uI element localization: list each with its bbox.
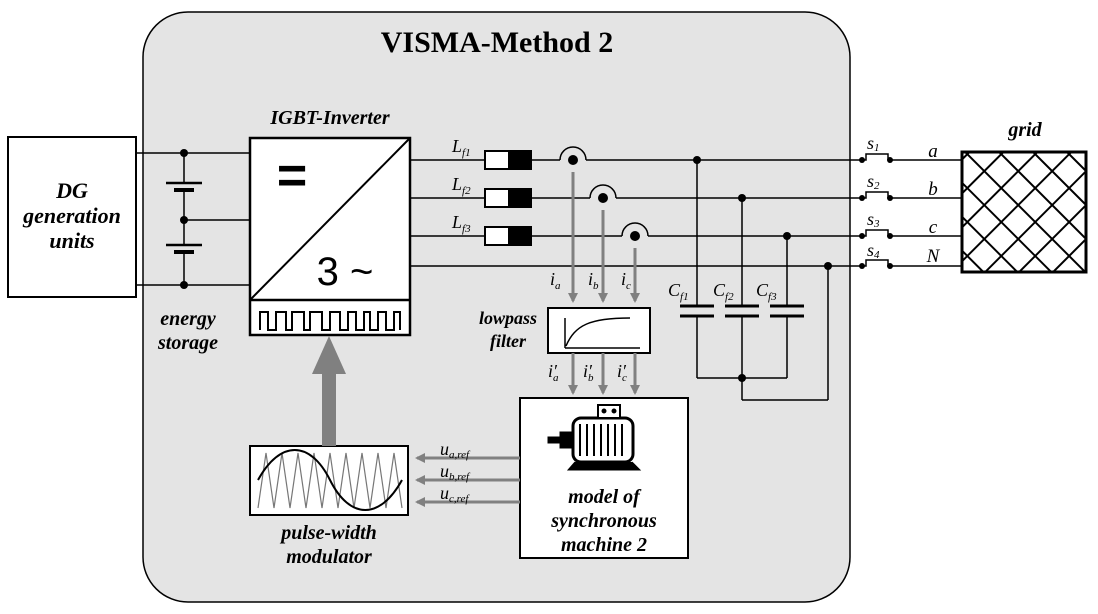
dg-label-line3: units: [49, 228, 94, 253]
inverter-dc-symbol: =: [277, 147, 307, 205]
switch-s1-label: s1: [867, 133, 880, 154]
capacitor-network: [696, 160, 829, 401]
filtered-ia-label: i′a: [548, 361, 559, 384]
inverter-ac-symbol: 3 ~: [317, 250, 374, 294]
pwm-sine-reference: [257, 449, 403, 511]
inductor-lf1-label: Lf1: [451, 136, 471, 159]
current-sensor-dots: [568, 155, 640, 241]
phase-n-label: N: [926, 246, 941, 267]
inverter-diagonal: [249, 137, 411, 301]
switch-s3-label: s3: [867, 209, 880, 230]
model-label-line3: machine 2: [561, 534, 647, 556]
gating-signal-arrow-head: [312, 336, 346, 374]
phase-a-label: a: [928, 141, 938, 162]
inverter-title: IGBT-Inverter: [269, 107, 389, 129]
energy-storage-line2: storage: [157, 332, 218, 354]
model-label-line1: model of: [568, 486, 642, 508]
lowpass-label-line1: lowpass: [479, 308, 537, 328]
grid-lines: [890, 159, 962, 267]
capacitor-cf3-label: Cf3: [756, 280, 777, 303]
current-ia-label: ia: [550, 269, 561, 292]
phase-b-label: b: [928, 179, 938, 200]
grid-block: [960, 150, 1088, 274]
dg-label-line1: DG: [55, 178, 88, 203]
filtered-ib-label: i′b: [583, 361, 594, 384]
dg-generation-box: [7, 136, 137, 298]
igbt-inverter-box: [248, 136, 412, 337]
model-label-line2: synchronous: [550, 510, 657, 532]
filtered-current-arrows: [568, 353, 640, 395]
energy-storage-battery: [166, 181, 202, 254]
lowpass-label-line2: filter: [490, 331, 527, 351]
inductor-lf3: [484, 226, 532, 246]
voltage-ua-ref-label: ua,ref: [440, 439, 471, 461]
inductor-lf3-label: Lf3: [451, 212, 471, 235]
motor-icon: [547, 404, 642, 471]
lowpass-filter-box: [547, 307, 651, 354]
capacitor-cf1-label: Cf1: [668, 280, 689, 303]
capacitor-cf2-label: Cf2: [713, 280, 734, 303]
inductor-lf1: [484, 150, 532, 170]
current-sensor-arrows: [568, 172, 640, 303]
pwm-pulse-train-icon: [259, 311, 401, 331]
switch-contacts: [859, 157, 893, 269]
lowpass-response-icon: [564, 317, 640, 349]
grid-title: grid: [1007, 119, 1042, 141]
diagram-title: VISMA-Method 2: [381, 26, 614, 59]
voltage-reference-arrows: [415, 453, 520, 507]
switch-s4-label: s4: [867, 240, 880, 261]
dc-bus: [136, 152, 250, 286]
dg-label-line2: generation: [22, 203, 121, 228]
current-ic-label: ic: [621, 269, 631, 292]
voltage-ub-ref-label: ub,ref: [440, 461, 471, 483]
pwm-label-line1: pulse-width: [279, 522, 377, 544]
pwm-label-line2: modulator: [286, 546, 372, 568]
switch-s2-label: s2: [867, 171, 880, 192]
current-ib-label: ib: [588, 269, 599, 292]
dc-bus-junctions: [180, 149, 188, 289]
filtered-ic-label: i′c: [617, 361, 627, 384]
inductor-lf2: [484, 188, 532, 208]
phase-c-label: c: [929, 217, 938, 238]
gating-signal-arrow-shaft: [322, 372, 336, 446]
voltage-uc-ref-label: uc,ref: [440, 483, 470, 505]
capacitor-plates: [680, 304, 804, 318]
inductor-lf2-label: Lf2: [451, 174, 471, 197]
energy-storage-line1: energy: [160, 308, 216, 330]
capacitor-junctions: [693, 156, 832, 382]
